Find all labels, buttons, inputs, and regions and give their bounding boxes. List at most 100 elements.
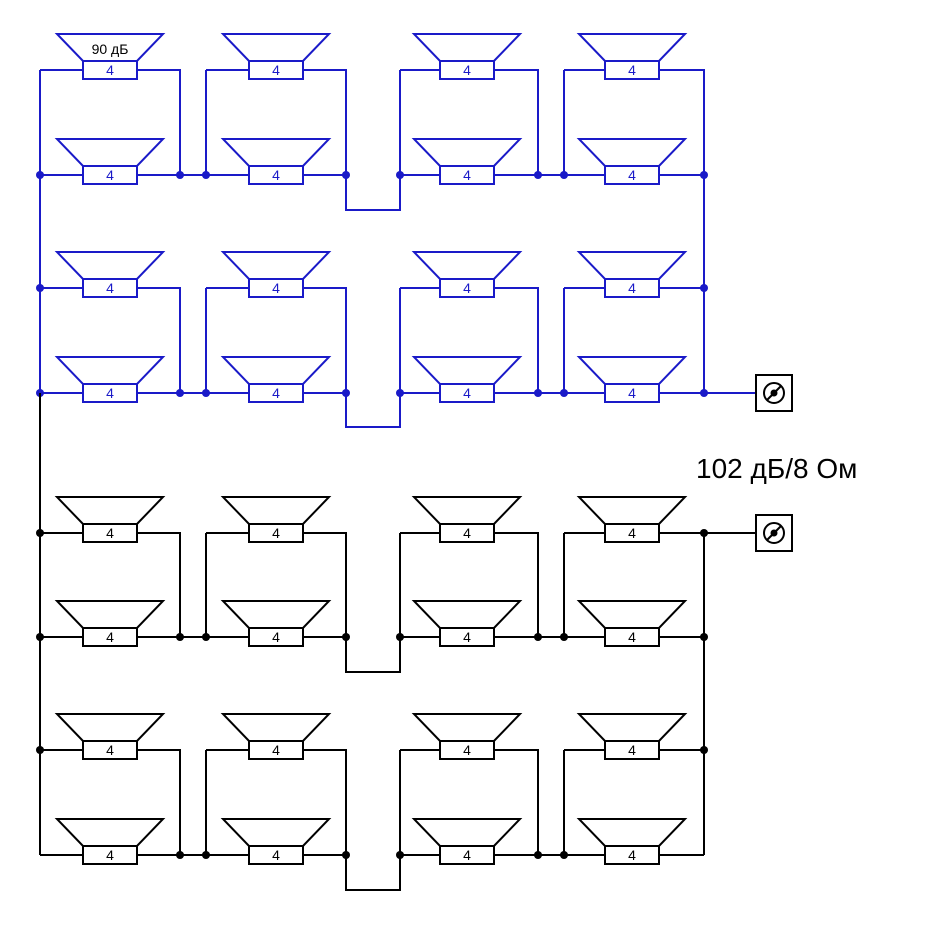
speaker-cone <box>576 496 688 525</box>
speaker-icon: 4 <box>54 496 166 543</box>
speaker-icon: 4 <box>220 496 332 543</box>
speaker-icon: 4 <box>220 356 332 403</box>
junction-dot-icon <box>36 171 44 179</box>
junction-dot-icon <box>36 746 44 754</box>
speaker-cone <box>576 713 688 742</box>
speaker-cone <box>576 138 688 167</box>
junction-dot-icon <box>560 851 568 859</box>
speaker-cone <box>220 33 332 62</box>
wire <box>494 69 539 175</box>
speaker-icon: 4 <box>576 713 688 760</box>
wire <box>303 287 347 393</box>
speaker-icon: 4 <box>54 600 166 647</box>
speaker-impedance-label: 4 <box>106 280 114 296</box>
speaker-icon: 4 <box>220 251 332 298</box>
junction-dot-icon <box>534 851 542 859</box>
junction-dot-icon <box>342 633 350 641</box>
junction-dot-icon <box>176 389 184 397</box>
junction-dot-icon <box>534 389 542 397</box>
speaker-cone <box>220 496 332 525</box>
wire <box>303 532 347 637</box>
speaker-impedance-label: 4 <box>272 280 280 296</box>
speaker-icon: 4 <box>54 138 166 185</box>
speaker-cone <box>220 600 332 629</box>
speaker-cone <box>576 251 688 280</box>
speaker-impedance-label: 4 <box>628 167 636 183</box>
speaker-cone <box>576 600 688 629</box>
speaker-impedance-label: 4 <box>106 385 114 401</box>
speaker-impedance-label: 4 <box>463 629 471 645</box>
speaker-cone <box>54 496 166 525</box>
terminal-ring <box>763 522 785 544</box>
wire <box>137 69 181 175</box>
junction-dot-icon <box>176 633 184 641</box>
speaker-impedance-label: 4 <box>106 742 114 758</box>
speaker-impedance-label: 4 <box>463 280 471 296</box>
speaker-cone <box>411 356 523 385</box>
speaker-impedance-label: 4 <box>628 629 636 645</box>
speaker-cone <box>54 713 166 742</box>
speaker-impedance-label: 4 <box>272 847 280 863</box>
speaker-icon: 4 <box>220 33 332 80</box>
junction-dot-icon <box>342 171 350 179</box>
junction-dot-icon <box>700 171 708 179</box>
speaker-icon: 4 <box>411 33 523 80</box>
speaker-cone <box>54 818 166 847</box>
speaker-cone <box>220 251 332 280</box>
speaker-icon: 4 <box>54 251 166 298</box>
speaker-icon: 4 <box>220 713 332 760</box>
junction-dot-icon <box>700 633 708 641</box>
junction-dot-icon <box>396 389 404 397</box>
speaker-sensitivity-label: 90 дБ <box>92 41 129 57</box>
speaker-impedance-label: 4 <box>463 847 471 863</box>
junction-dot-icon <box>176 851 184 859</box>
speaker-impedance-label: 4 <box>628 280 636 296</box>
speaker-impedance-label: 4 <box>463 385 471 401</box>
wire <box>137 749 181 855</box>
speaker-impedance-label: 4 <box>463 525 471 541</box>
wire <box>494 287 539 393</box>
speaker-icon: 4 <box>411 251 523 298</box>
speaker-impedance-label: 4 <box>463 167 471 183</box>
speaker-impedance-label: 4 <box>106 629 114 645</box>
speaker-cone <box>220 713 332 742</box>
junction-dot-icon <box>560 633 568 641</box>
speaker-cone <box>54 251 166 280</box>
junction-dot-icon <box>396 633 404 641</box>
wire <box>303 749 347 855</box>
wire <box>494 749 539 855</box>
speaker-cone <box>411 818 523 847</box>
junction-dot-icon <box>700 746 708 754</box>
speaker-cone <box>220 818 332 847</box>
wire <box>345 855 401 891</box>
speaker-icon: 4 90 дБ <box>54 33 166 80</box>
speaker-impedance-label: 4 <box>272 742 280 758</box>
speaker-cone <box>411 600 523 629</box>
wire <box>345 393 401 428</box>
speaker-icon: 4 <box>576 33 688 80</box>
speaker-cone <box>576 33 688 62</box>
junction-dot-icon <box>700 284 708 292</box>
speaker-icon: 4 <box>576 496 688 543</box>
junction-dot-icon <box>36 633 44 641</box>
junction-dot-icon <box>396 171 404 179</box>
junction-dot-icon <box>202 851 210 859</box>
output-terminal-icon <box>755 514 793 552</box>
speaker-cone <box>220 356 332 385</box>
speaker-icon: 4 <box>411 138 523 185</box>
speaker-cone <box>54 356 166 385</box>
speaker-cone <box>54 600 166 629</box>
speaker-impedance-label: 4 <box>628 62 636 78</box>
speaker-icon: 4 <box>576 251 688 298</box>
junction-dot-icon <box>534 171 542 179</box>
junction-dot-icon <box>202 171 210 179</box>
wire <box>345 175 401 211</box>
speaker-icon: 4 <box>576 600 688 647</box>
speaker-impedance-label: 4 <box>463 62 471 78</box>
speaker-impedance-label: 4 <box>272 385 280 401</box>
speaker-impedance-label: 4 <box>106 62 114 78</box>
speaker-cone <box>576 818 688 847</box>
speaker-icon: 4 <box>220 600 332 647</box>
speaker-icon: 4 <box>411 818 523 865</box>
